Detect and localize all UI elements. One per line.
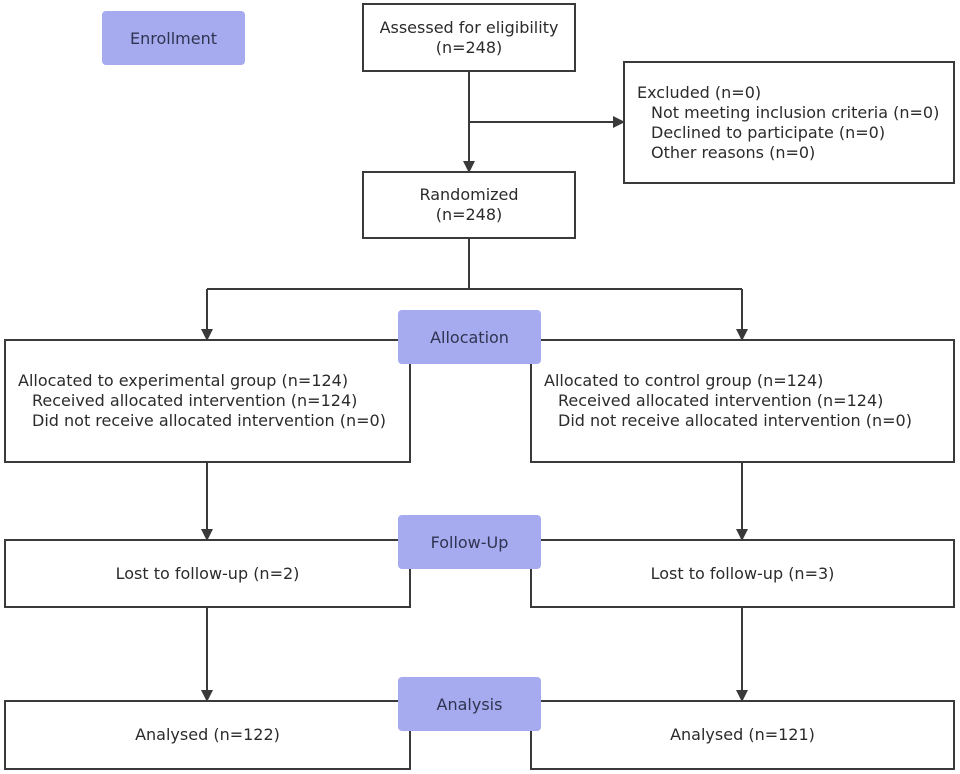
- experimental-not-received-intervention: Did not receive allocated intervention (…: [32, 411, 386, 430]
- experimental-allocation-box: Allocated to experimental group (n=124) …: [4, 339, 411, 463]
- stage-label-allocation-text: Allocation: [430, 327, 509, 347]
- randomized-box: Randomized (n=248): [362, 171, 576, 239]
- experimental-analysis-box: Analysed (n=122): [4, 700, 411, 770]
- control-followup-box: Lost to follow-up (n=3): [530, 539, 955, 608]
- stage-label-allocation: Allocation: [398, 310, 541, 364]
- excluded-box: Excluded (n=0) Not meeting inclusion cri…: [623, 61, 955, 184]
- stage-label-follow-up: Follow-Up: [398, 515, 541, 569]
- experimental-received-intervention: Received allocated intervention (n=124): [32, 391, 358, 410]
- experimental-followup-box: Lost to follow-up (n=2): [4, 539, 411, 608]
- assessed-count: (n=248): [435, 37, 503, 57]
- stage-label-analysis-text: Analysis: [436, 694, 503, 714]
- control-allocation-box: Allocated to control group (n=124) Recei…: [530, 339, 955, 463]
- randomized-count: (n=248): [435, 205, 503, 224]
- experimental-allocation-title: Allocated to experimental group (n=124): [18, 371, 349, 390]
- control-allocation-title: Allocated to control group (n=124): [544, 371, 824, 390]
- experimental-lost-to-followup: Lost to follow-up (n=2): [115, 563, 300, 583]
- stage-label-enrollment: Enrollment: [102, 11, 245, 65]
- stage-label-follow-up-text: Follow-Up: [430, 532, 509, 552]
- stage-label-enrollment-text: Enrollment: [130, 28, 217, 48]
- randomized-title: Randomized: [419, 185, 519, 204]
- assessed-box: Assessed for eligibility (n=248): [362, 3, 576, 72]
- stage-label-analysis: Analysis: [398, 677, 541, 731]
- experimental-analysed: Analysed (n=122): [135, 725, 280, 744]
- assessed-title: Assessed for eligibility: [379, 17, 559, 37]
- excluded-title: Excluded (n=0): [637, 82, 762, 102]
- control-lost-to-followup: Lost to follow-up (n=3): [650, 563, 835, 583]
- excluded-item-other-reasons: Other reasons (n=0): [651, 142, 816, 162]
- control-not-received-intervention: Did not receive allocated intervention (…: [558, 411, 912, 430]
- control-analysed: Analysed (n=121): [670, 725, 815, 744]
- excluded-item-declined: Declined to participate (n=0): [651, 122, 886, 142]
- excluded-item-not-meeting-criteria: Not meeting inclusion criteria (n=0): [651, 102, 940, 122]
- control-analysis-box: Analysed (n=121): [530, 700, 955, 770]
- control-received-intervention: Received allocated intervention (n=124): [558, 391, 884, 410]
